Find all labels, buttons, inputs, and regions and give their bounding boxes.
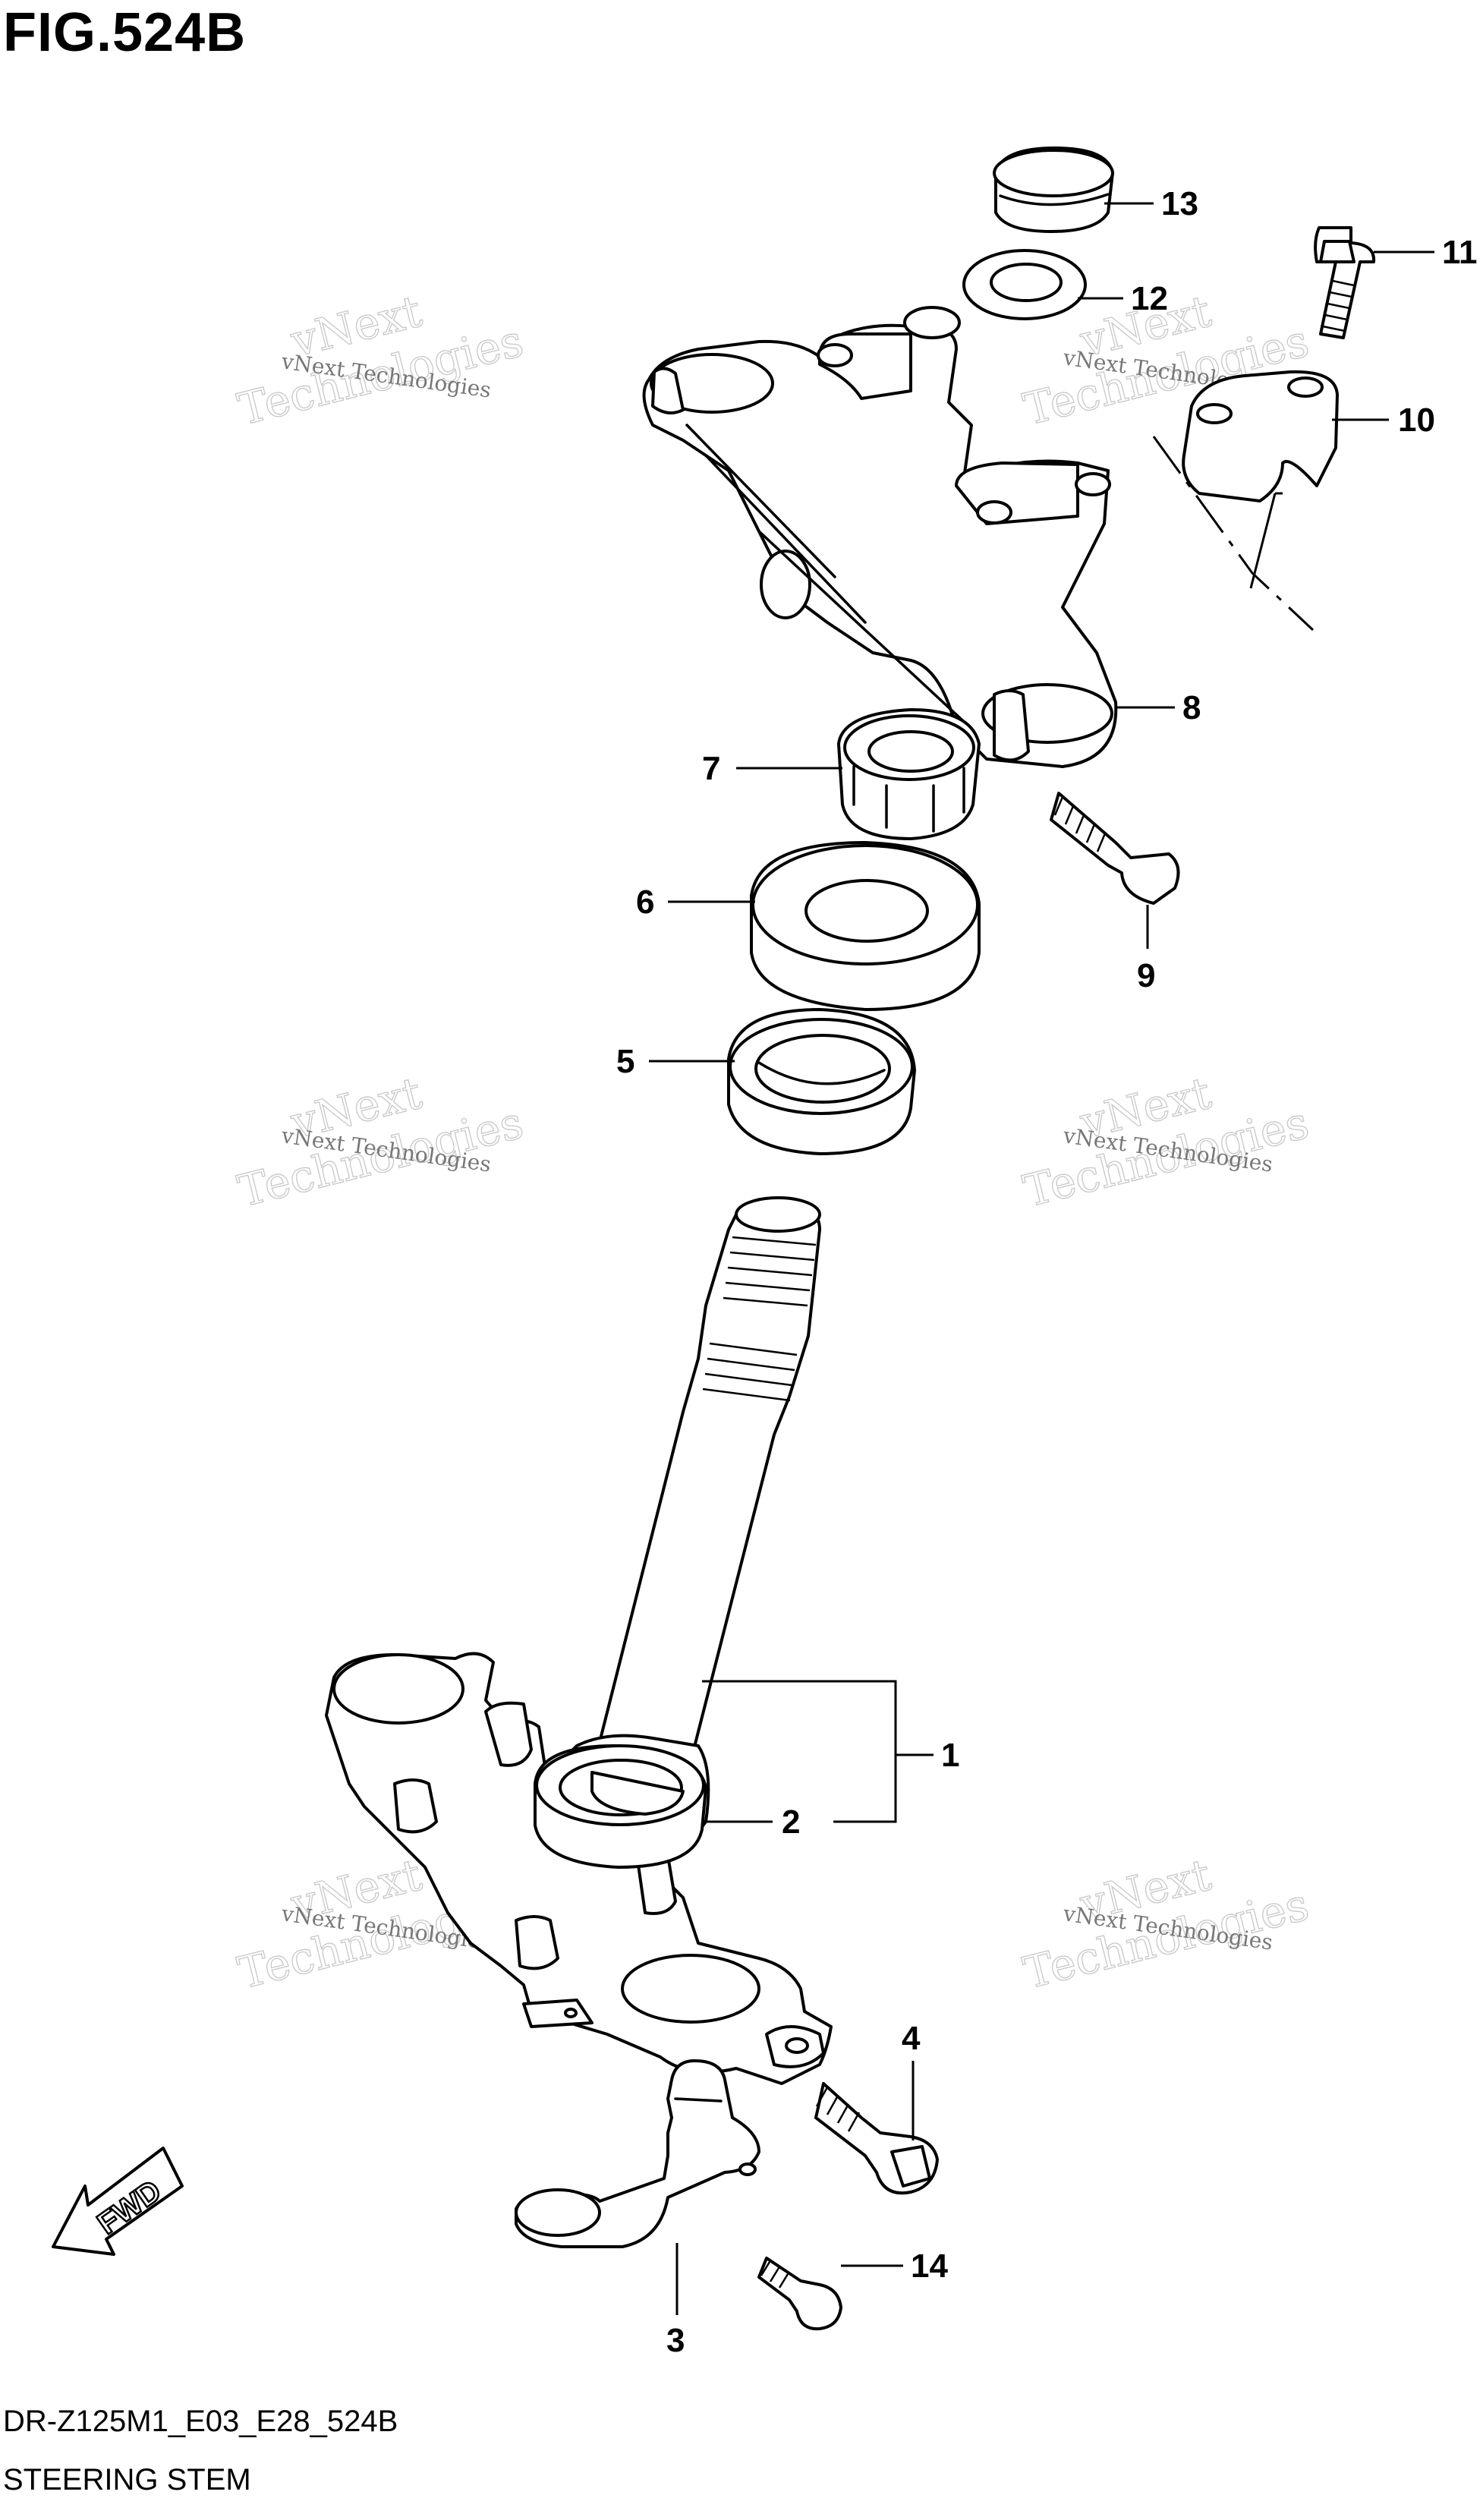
part-8-upper-bracket: [642, 306, 1118, 768]
watermark-mid-left: vNext Technologies vNext Technologies: [232, 1066, 528, 1217]
callout-labels: 13 12 11 10 8 7 9 6 5 1 2 4 14 3: [616, 185, 1478, 2359]
part-9-bolt: [1050, 792, 1180, 905]
callout-3: 3: [666, 2322, 685, 2359]
callout-7: 7: [702, 750, 720, 787]
callout-6: 6: [636, 884, 654, 921]
callout-4: 4: [902, 2020, 921, 2057]
part-7-nut: [837, 708, 981, 840]
callout-13: 13: [1161, 185, 1198, 222]
callout-12: 12: [1131, 280, 1168, 317]
part-3-bracket: [515, 2059, 760, 2248]
part-1-steering-stem: [590, 1196, 821, 1793]
diagram-code: DR-Z125M1_E03_E28_524B: [3, 2405, 398, 2438]
watermark-top-left: vNext Technologies vNext Technologies: [232, 285, 528, 436]
callout-2: 2: [782, 1803, 800, 1841]
callout-10: 10: [1398, 402, 1435, 439]
diagram-name: STEERING STEM: [3, 2463, 251, 2496]
part-12-washer: [962, 249, 1087, 320]
callout-14: 14: [911, 2248, 948, 2285]
part-11-bolt: [1314, 226, 1376, 339]
figure-title: FIG.524B: [3, 2, 247, 63]
part-2-bearing: [534, 1744, 707, 1869]
part-5-bearing: [727, 1008, 916, 1155]
callout-11: 11: [1442, 234, 1478, 271]
callout-9: 9: [1137, 957, 1155, 994]
watermark-bottom-right: vNext Technologies vNext Technologies: [1018, 1848, 1314, 1999]
callout-8: 8: [1182, 689, 1201, 726]
part-6-seal: [750, 841, 981, 1011]
fwd-arrow-icon: FWD: [52, 2147, 184, 2256]
lower-bracket: [325, 1652, 833, 2085]
part-13-cap: [993, 146, 1114, 233]
part-10-handlebar-holder: [1182, 370, 1339, 502]
leader-lines: [649, 202, 1434, 2315]
watermark-mid-right: vNext Technologies vNext Technologies: [1018, 1066, 1314, 1217]
part-14-bolt: [757, 2257, 842, 2331]
callout-5: 5: [616, 1043, 634, 1080]
part-4-bolt: [814, 2082, 939, 2195]
callout-1: 1: [941, 1737, 959, 1774]
